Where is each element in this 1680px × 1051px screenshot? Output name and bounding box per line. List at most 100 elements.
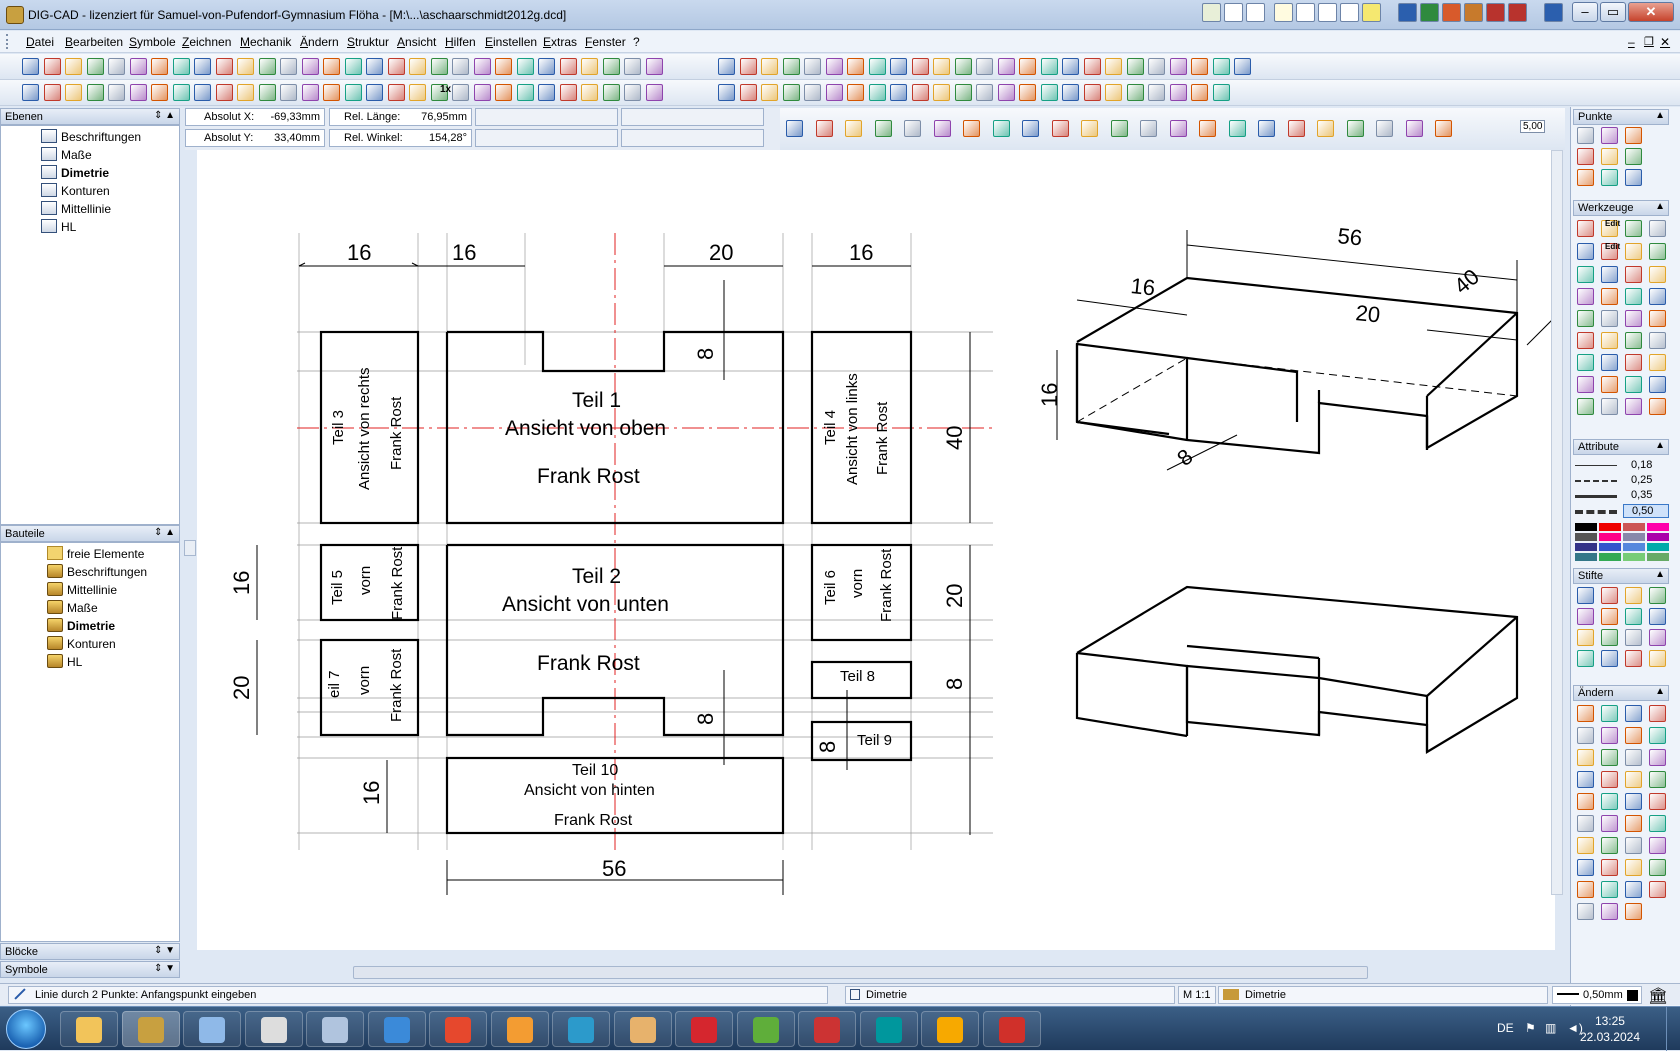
taskbar-app-button[interactable] xyxy=(306,1011,364,1047)
toolbar-tool-icon[interactable] xyxy=(1258,120,1275,137)
mdi-restore-icon[interactable]: ❐ xyxy=(1644,36,1654,48)
punkte-header[interactable]: Punkte▲ xyxy=(1573,109,1669,125)
help-icon-2[interactable] xyxy=(1246,3,1265,22)
toolbar-tool-icon[interactable] xyxy=(430,58,448,75)
toolbar-tool-icon[interactable] xyxy=(151,84,168,101)
toolbar-tool-icon[interactable] xyxy=(1405,120,1423,137)
toolbar-tool-icon[interactable] xyxy=(976,84,993,101)
tool-icon[interactable] xyxy=(1625,243,1642,260)
linetype-swatch[interactable] xyxy=(1575,465,1617,466)
tool-icon[interactable] xyxy=(1649,220,1666,237)
tool-icon[interactable] xyxy=(1577,629,1594,646)
toolbar-tool-icon[interactable] xyxy=(366,84,383,101)
toolbar-tool-icon[interactable] xyxy=(1228,120,1246,137)
toolbar-tool-icon[interactable] xyxy=(1140,120,1157,137)
toolbar-tool-icon[interactable] xyxy=(452,58,469,75)
toolbar-tool-icon[interactable] xyxy=(1019,84,1036,101)
start-button[interactable] xyxy=(6,1009,46,1049)
status-scale[interactable]: M 1:1 xyxy=(1178,986,1216,1004)
tool-icon[interactable] xyxy=(1625,310,1642,327)
word-icon[interactable] xyxy=(1398,3,1417,22)
toolbar-tool-icon[interactable] xyxy=(933,120,951,137)
pencil-icon[interactable] xyxy=(1362,3,1381,22)
tool-icon[interactable] xyxy=(1601,354,1618,371)
linewidth-option[interactable]: 0,35 xyxy=(1623,489,1669,503)
toolbar-tool-icon[interactable] xyxy=(516,84,534,101)
toolbar-tool-icon[interactable] xyxy=(1317,120,1334,137)
toolbar-tool-icon[interactable] xyxy=(1126,84,1144,101)
tool-icon[interactable] xyxy=(1601,793,1618,810)
collapse-icon[interactable]: ▲ xyxy=(1655,110,1665,121)
toolbar-tool-icon[interactable] xyxy=(430,84,448,101)
linetype-swatch[interactable] xyxy=(1575,510,1617,514)
toolbar-tool-icon[interactable] xyxy=(495,58,512,75)
volume-icon[interactable]: ◄) xyxy=(1567,1021,1583,1035)
ebenen-panel-header[interactable]: Ebenen⇕ ▲ xyxy=(0,108,180,125)
tool-icon[interactable] xyxy=(1577,815,1594,832)
tool-icon[interactable] xyxy=(1577,310,1594,327)
toolbar-tool-icon[interactable] xyxy=(847,84,864,101)
toolbar-tool-icon[interactable] xyxy=(804,58,821,75)
tool-icon[interactable] xyxy=(1577,148,1594,165)
toolbar-tool-icon[interactable] xyxy=(602,58,620,75)
tool-icon[interactable] xyxy=(1625,793,1642,810)
tool-icon[interactable] xyxy=(1601,243,1618,260)
toolbar-tool-icon[interactable] xyxy=(344,84,362,101)
tool-icon[interactable] xyxy=(1601,903,1618,920)
toolbar-tool-icon[interactable] xyxy=(108,58,125,75)
title-bar[interactable]: DIG-CAD - lizenziert für Samuel-von-Pufe… xyxy=(0,0,1680,30)
tool-icon[interactable] xyxy=(1577,881,1594,898)
toolbar-tool-icon[interactable] xyxy=(172,58,190,75)
tool-icon[interactable] xyxy=(1601,650,1618,667)
tool-icon[interactable] xyxy=(1649,749,1666,766)
panel-arrows-icon[interactable]: ⇕ ▲ xyxy=(153,110,175,121)
toolbar-tool-icon[interactable] xyxy=(1062,58,1079,75)
tool-icon[interactable] xyxy=(1625,705,1642,722)
tool-icon[interactable] xyxy=(1625,859,1642,876)
toolbar-tool-icon[interactable] xyxy=(1191,84,1208,101)
toolbar-tool-icon[interactable] xyxy=(1191,58,1208,75)
language-indicator[interactable]: DE xyxy=(1497,1021,1514,1035)
linewidth-option[interactable]: 0,50 xyxy=(1623,504,1669,518)
toolbar-tool-icon[interactable] xyxy=(581,58,598,75)
toolbar-tool-icon[interactable] xyxy=(1110,120,1128,137)
tool-icon[interactable] xyxy=(1625,398,1642,415)
mdi-close-icon[interactable]: ✕ xyxy=(1660,35,1671,49)
collapse-icon[interactable]: ▲ xyxy=(1655,440,1665,451)
tool-icon[interactable] xyxy=(1601,629,1618,646)
linetype-swatch[interactable] xyxy=(1575,480,1617,482)
collapse-icon[interactable]: ▲ xyxy=(1655,686,1665,697)
toolbar-tool-icon[interactable] xyxy=(954,58,972,75)
window-icon[interactable] xyxy=(1318,3,1337,22)
bauteile-item[interactable]: Maße xyxy=(47,600,98,618)
tool-icon[interactable] xyxy=(1577,608,1594,625)
tool-icon[interactable] xyxy=(1649,650,1666,667)
toolbar-tool-icon[interactable] xyxy=(782,84,800,101)
tool-icon[interactable] xyxy=(1577,771,1594,788)
toolbar-tool-icon[interactable] xyxy=(602,84,620,101)
horizontal-scrollbar[interactable] xyxy=(353,966,1368,979)
toolbar-tool-icon[interactable] xyxy=(194,84,211,101)
toolbar-tool-icon[interactable] xyxy=(1212,84,1230,101)
toolbar-tool-icon[interactable] xyxy=(344,58,362,75)
toolbar-tool-icon[interactable] xyxy=(1062,84,1079,101)
color-palette[interactable] xyxy=(1575,523,1669,563)
menu-aendern[interactable]: Ändern xyxy=(300,35,339,49)
tool-icon[interactable] xyxy=(1649,793,1666,810)
tool-icon[interactable] xyxy=(1625,169,1642,186)
color-swatch[interactable] xyxy=(1599,543,1621,551)
toolbar-tool-icon[interactable] xyxy=(323,58,340,75)
toolbar-tool-icon[interactable] xyxy=(911,84,929,101)
color-swatch[interactable] xyxy=(1647,543,1669,551)
tool-icon[interactable] xyxy=(1649,310,1666,327)
toolbar-tool-icon[interactable] xyxy=(258,84,276,101)
toolbar-tool-icon[interactable] xyxy=(1212,58,1230,75)
bauteile-panel-header[interactable]: Bauteile⇕ ▲ xyxy=(0,525,180,542)
menu-zeichnen[interactable]: Zeichnen xyxy=(182,35,232,49)
bauteile-item[interactable]: Dimetrie xyxy=(47,618,115,636)
tool-icon[interactable] xyxy=(1649,608,1666,625)
tool-icon[interactable] xyxy=(1601,376,1618,393)
ebenen-item[interactable]: Konturen xyxy=(41,183,110,201)
toolbar-tool-icon[interactable] xyxy=(22,58,39,75)
panel-arrows-icon[interactable]: ⇕ ▼ xyxy=(153,945,175,956)
